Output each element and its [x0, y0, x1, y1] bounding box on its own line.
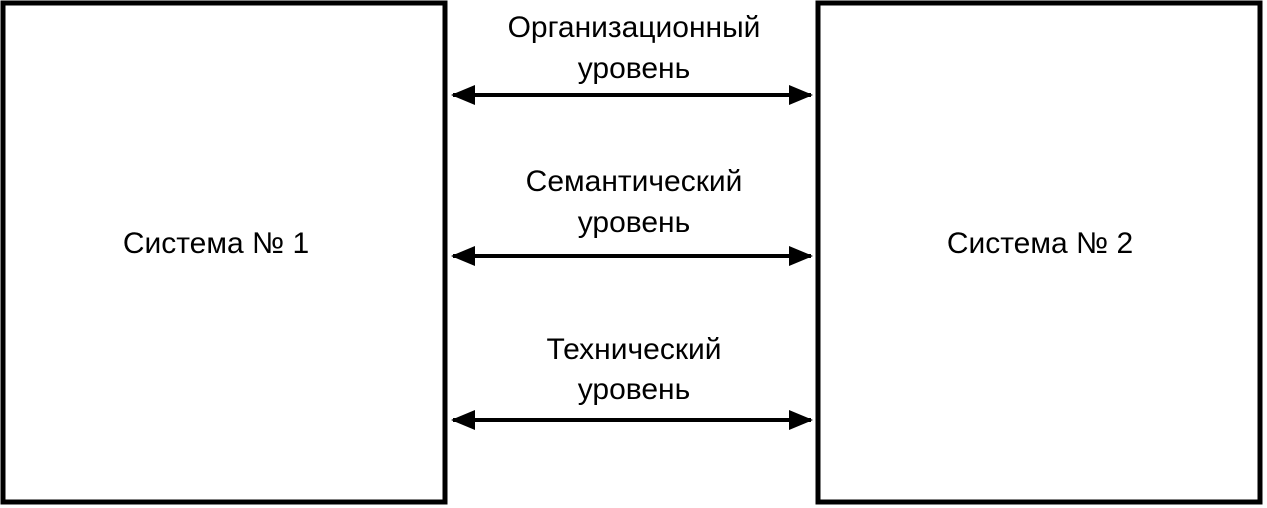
- system-1-label: Система № 1: [123, 227, 309, 260]
- system-2-box: Система № 2: [815, 0, 1263, 505]
- technical-level: Технический уровень: [451, 333, 813, 430]
- semantic-level-label-line1: Семантический: [526, 165, 743, 198]
- semantic-level: Семантический уровень: [451, 165, 813, 266]
- semantic-level-label-line2: уровень: [578, 206, 691, 239]
- organizational-level-label-line2: уровень: [578, 52, 691, 85]
- organizational-level: Организационный уровень: [451, 11, 813, 105]
- system-2-label: Система № 2: [947, 227, 1133, 260]
- organizational-level-label-line1: Организационный: [508, 11, 761, 44]
- system-1-box: Система № 1: [0, 0, 448, 505]
- technical-level-label-line1: Технический: [547, 333, 722, 366]
- technical-level-label-line2: уровень: [578, 373, 691, 406]
